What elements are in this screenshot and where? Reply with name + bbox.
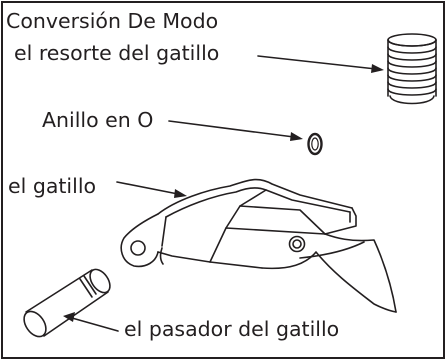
trigger-leader-arrow [116,181,187,198]
o-ring-label: Anillo en O [42,108,154,132]
o-ring-illustration [307,132,323,156]
trigger-pin-label: el pasador del gatillo [124,317,340,341]
trigger-pin-illustration [23,268,111,338]
diagram-title: Conversión De Modo [6,9,219,33]
spring-label: el resorte del gatillo [14,41,220,65]
trigger-illustration [120,178,397,313]
spring-leader-arrow [257,55,384,73]
spring-illustration [387,33,437,105]
trigger-pin-leader-arrow [63,312,119,332]
trigger-label: el gatillo [8,174,97,198]
o-ring-leader-arrow [168,120,303,141]
